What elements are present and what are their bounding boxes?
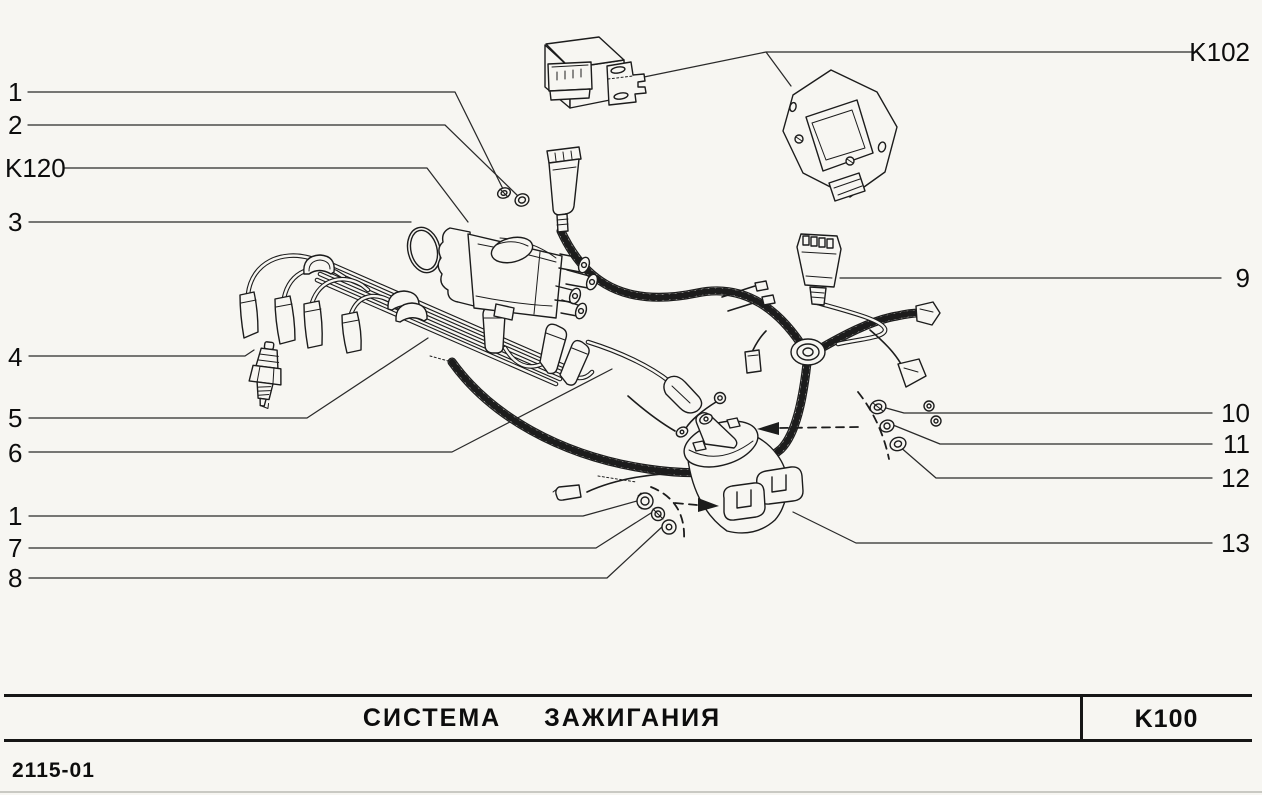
wire-bundle	[314, 259, 569, 387]
leader-12	[898, 445, 1213, 479]
spade-terminal-1	[754, 280, 769, 292]
distributor	[406, 187, 599, 321]
flag-terminal	[744, 349, 762, 374]
washer	[661, 519, 677, 535]
page-title: СИСТЕМА ЗАЖИГАНИЯ	[362, 704, 722, 732]
relay	[544, 36, 647, 109]
callout-left-1: 1	[8, 77, 23, 107]
bullet-terminal	[555, 484, 582, 501]
harness-connector	[796, 233, 842, 306]
callout-left-5: 5	[8, 403, 23, 433]
leader-10	[885, 407, 1213, 414]
leader-4	[28, 349, 255, 357]
branch-wire-3	[752, 330, 767, 351]
leader-6	[28, 368, 613, 453]
branch-wire-1	[721, 285, 756, 298]
harness-trunk-right	[813, 308, 924, 355]
relay-connector	[546, 146, 582, 233]
spark-plug	[248, 341, 282, 409]
leader-1b	[28, 500, 638, 517]
callout-left-8: 8	[8, 563, 23, 593]
callout-right-11: 11	[1223, 429, 1250, 459]
leader-k102	[643, 51, 1197, 87]
callout-right-12: 12	[1221, 463, 1250, 493]
distributor-flange	[437, 227, 475, 307]
harness-grommet	[790, 338, 826, 366]
leader-13	[792, 511, 1213, 544]
branch-wire-4	[869, 329, 902, 365]
coil-terminal-left	[692, 440, 707, 452]
spark-plug-boots	[239, 291, 362, 354]
callout-left-6: 6	[8, 438, 23, 468]
coil-bracket	[722, 466, 804, 521]
distributor-bracket	[493, 303, 515, 321]
coil-high-voltage-wire	[585, 339, 673, 385]
dashed-arrow-to-clamp	[674, 502, 698, 506]
title-bar-divider	[1080, 694, 1083, 742]
elbow-boot	[663, 375, 703, 414]
callout-left-3: 3	[8, 207, 23, 237]
harness-plug-right	[915, 301, 941, 326]
cap-towers	[554, 253, 599, 320]
page-bottom-edge	[0, 791, 1262, 793]
ignition-coil	[627, 391, 804, 534]
sheet-code: K100	[1134, 705, 1199, 733]
branch-wire-2	[727, 299, 763, 312]
leader-5	[28, 337, 429, 419]
dashed-arc-left	[650, 486, 685, 541]
dashed-arc-right	[857, 391, 890, 460]
fastener-group-right	[869, 399, 942, 452]
callout-right-10: 10	[1221, 398, 1250, 428]
dashed-arrow-to-coil-top	[778, 426, 859, 429]
arrowhead-right	[698, 498, 719, 512]
callout-left-7: 7	[8, 533, 23, 563]
model-code: 2115-01	[12, 759, 95, 782]
leader-8	[28, 525, 664, 579]
callout-right-9: 9	[1235, 263, 1250, 293]
eye-terminal	[675, 426, 689, 438]
callout-right-k102: K102	[1189, 37, 1250, 67]
harness-plug-lower	[897, 358, 927, 388]
title-bar-bottom-rule	[4, 739, 1252, 742]
spark-plug-wires	[239, 253, 703, 414]
wiring-harness	[429, 226, 941, 501]
callout-left-1: 1	[8, 501, 23, 531]
leader-2	[27, 124, 520, 198]
title-bar-top-rule	[4, 694, 1252, 697]
spade-terminal-2	[761, 294, 776, 306]
callout-left-2: 2	[8, 110, 23, 140]
callout-left-4: 4	[8, 342, 23, 372]
leader-1	[27, 91, 504, 190]
connector-neck	[809, 286, 827, 306]
fastener-group-coil	[636, 492, 677, 535]
arrowhead-left	[757, 422, 779, 435]
leader-7	[28, 512, 652, 549]
distributor-fasteners	[496, 187, 530, 207]
assembly-pointers	[650, 391, 890, 541]
callout-left-k120: K120	[5, 153, 66, 183]
wire-clips	[303, 254, 428, 323]
callout-right-13: 13	[1221, 528, 1250, 558]
ring-terminal	[713, 391, 727, 405]
coil-terminal-right	[726, 417, 741, 429]
ground-wire	[586, 472, 696, 493]
relay-bracket	[606, 61, 647, 106]
leader-lines	[27, 51, 1222, 579]
ignition-control-module	[782, 69, 898, 202]
leader-k120	[63, 167, 469, 223]
leader-11	[892, 424, 1213, 445]
module-body	[805, 99, 874, 172]
nut	[636, 492, 654, 510]
